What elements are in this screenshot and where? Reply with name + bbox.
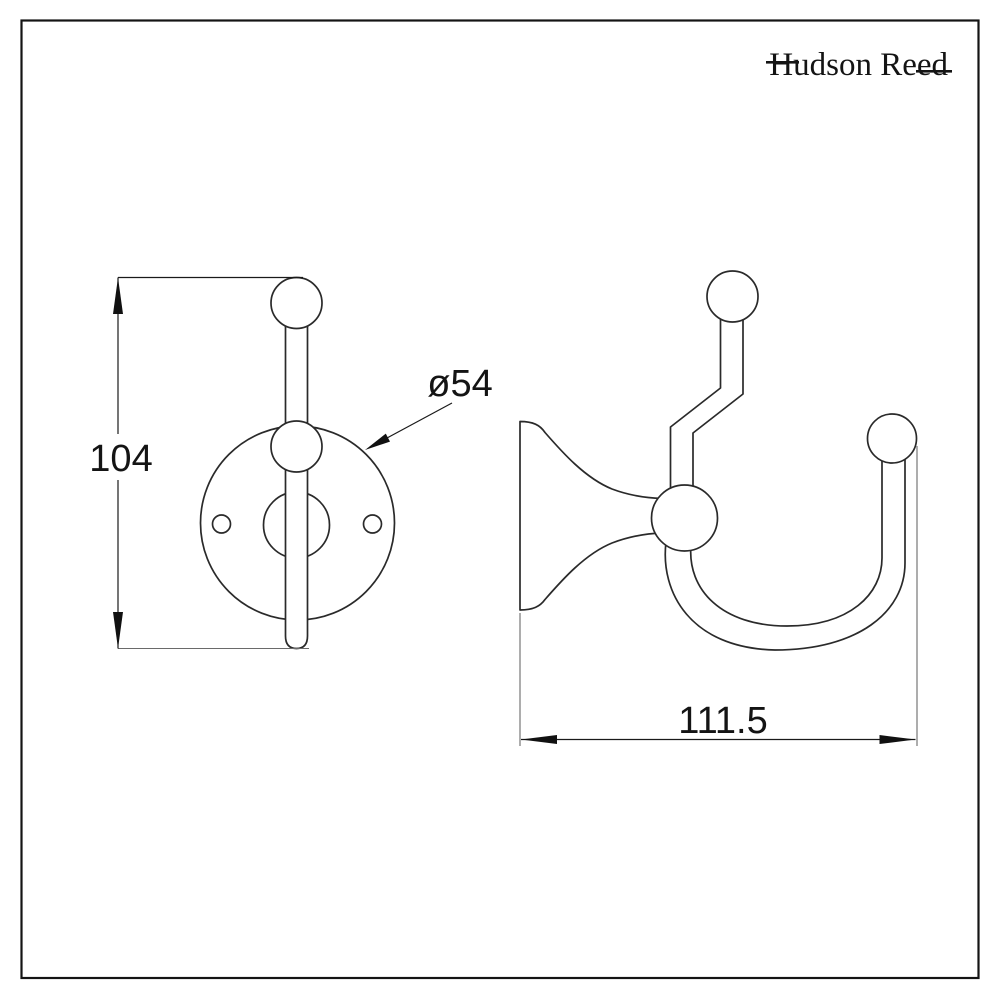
logo-text: Hudson Reed [769, 47, 948, 83]
arrowhead-left [521, 735, 557, 744]
arrowhead-leader [365, 433, 390, 450]
diameter-label: ø54 [427, 363, 492, 405]
screw-hole-left [211, 514, 232, 534]
side-view [519, 270, 918, 651]
height-dimension: 104 [89, 276, 309, 650]
side-top-ball [706, 270, 759, 323]
arrowhead-up [113, 277, 123, 314]
arrowhead-right [879, 735, 916, 744]
hook-curve [664, 449, 906, 651]
brand-logo: Hudson Reed [766, 47, 952, 83]
leader-line [386, 402, 453, 439]
page-border [20, 19, 980, 980]
front-view [199, 276, 396, 650]
height-label: 104 [89, 438, 152, 480]
diameter-leader: ø54 [365, 363, 493, 450]
post-bar [284, 304, 309, 650]
projection-label: 111.5 [678, 700, 767, 742]
wall-plate [519, 420, 663, 611]
top-ball [270, 276, 323, 330]
hook-arm [669, 299, 744, 501]
mount-ball [650, 484, 719, 552]
middle-ball [270, 420, 323, 473]
screw-hole-right [362, 514, 383, 534]
logo-left-dash [766, 61, 799, 64]
projection-dimension: 111.5 [519, 446, 918, 746]
logo-right-underscore [916, 70, 952, 73]
hook-tip-ball [866, 413, 918, 464]
arrowhead-down [113, 612, 123, 649]
